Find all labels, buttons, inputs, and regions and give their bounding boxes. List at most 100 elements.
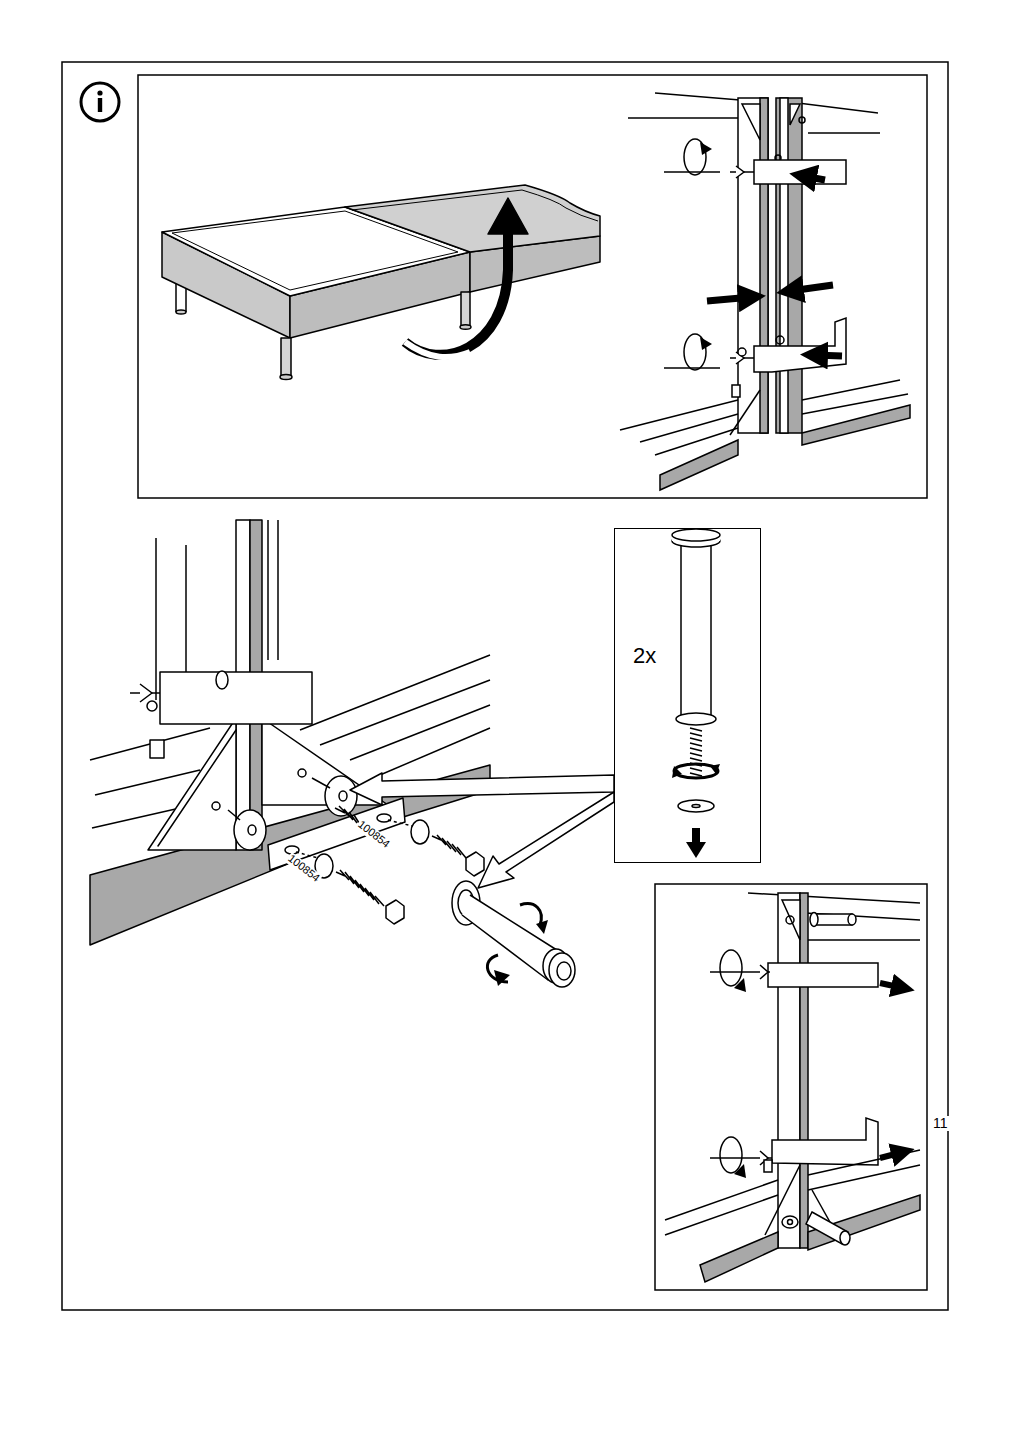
drawing-stroke <box>760 98 768 433</box>
drawing-stroke <box>700 1232 778 1282</box>
drawing-stroke <box>754 160 846 184</box>
drawing-stroke <box>339 791 347 801</box>
drawing-stroke <box>786 916 794 924</box>
drawing-stroke <box>549 953 575 987</box>
drawing-stroke <box>147 701 157 711</box>
drawing-stroke <box>640 414 738 442</box>
drawing-stroke <box>388 820 412 826</box>
leg-pin <box>672 529 720 812</box>
drawing-stroke <box>748 893 920 903</box>
drawing-stroke <box>175 283 177 312</box>
drawing-stroke <box>738 348 746 356</box>
drawing-stroke <box>432 835 466 858</box>
drawing-stroke <box>692 828 700 844</box>
drawing-stroke <box>734 1164 746 1178</box>
drawing-stroke <box>665 1180 778 1220</box>
drawing-stroke <box>814 355 842 356</box>
drawing-stroke <box>62 62 948 1310</box>
drawing-stroke <box>350 773 614 805</box>
quantity-label: 2x <box>633 645 656 667</box>
drawing-stroke <box>148 718 236 850</box>
drawing-stroke <box>742 104 760 140</box>
drawing-stroke <box>790 285 833 291</box>
drawing-stroke <box>655 93 740 100</box>
drawing-stroke <box>380 728 490 775</box>
drawing-stroke <box>298 769 306 777</box>
drawing-stroke <box>805 939 920 941</box>
drawing-stroke <box>138 75 927 498</box>
drawing-stroke <box>405 232 508 355</box>
drawing-stroke <box>778 893 800 1248</box>
drawing-stroke <box>720 950 742 986</box>
drawing-stroke <box>782 900 800 940</box>
drawing-stroke <box>95 770 200 795</box>
drawing-stroke <box>350 705 490 760</box>
drawing-stroke <box>520 904 541 925</box>
drawing-stroke <box>665 1195 778 1235</box>
drawing-stroke <box>686 842 706 858</box>
drawing-stroke <box>720 1137 742 1173</box>
drawing-stroke <box>320 680 490 745</box>
drawing-stroke <box>776 98 802 433</box>
drawing-stroke <box>764 1160 772 1172</box>
drawing-stroke <box>98 98 102 112</box>
drawing-stroke <box>802 380 900 400</box>
drawing-stroke <box>808 1150 920 1175</box>
info-icon <box>81 83 119 121</box>
drawing-stroke <box>765 1165 800 1235</box>
turn-arrows <box>700 142 712 350</box>
drawing-stroke <box>790 104 800 125</box>
drawing-stroke <box>880 983 903 988</box>
drawing-stroke <box>466 852 484 876</box>
pin-inset-marks <box>672 764 720 858</box>
pull-arrows <box>880 983 903 1158</box>
part-number: 100854 <box>285 852 323 885</box>
drawing-stroke <box>281 338 291 376</box>
drawing-stroke <box>732 385 740 397</box>
drawing-stroke <box>692 805 700 808</box>
loosen-heads <box>734 978 746 1178</box>
drawing-stroke <box>802 405 910 445</box>
drawing-stroke <box>664 171 720 173</box>
drawing-stroke <box>788 1220 793 1225</box>
drawing-stroke <box>411 820 429 844</box>
drawing-stroke <box>880 1152 903 1158</box>
drawing-stroke <box>681 543 711 715</box>
drawing-stroke <box>780 98 788 433</box>
drawing-stroke <box>461 292 470 326</box>
drawing-stroke <box>738 98 768 433</box>
drawing-stroke <box>312 778 330 788</box>
drawing-stroke <box>800 893 808 1248</box>
push-arrows <box>707 176 842 356</box>
drawing-stroke <box>760 965 768 979</box>
drawing-stroke <box>710 764 720 774</box>
drawing-stroke <box>536 920 548 934</box>
drawing-stroke <box>700 337 712 350</box>
drawing-stroke <box>808 1165 920 1190</box>
drawing-stroke <box>212 802 220 810</box>
drawing-stroke <box>81 83 119 121</box>
drawing-stroke <box>494 970 510 986</box>
drawing-stroke <box>620 400 738 430</box>
drawing-stroke <box>672 766 682 778</box>
drawing-stroke <box>228 810 240 820</box>
drawing-stroke <box>478 792 614 888</box>
drawing-stroke <box>808 132 880 134</box>
drawing-stroke <box>848 914 856 925</box>
drawing-stroke <box>140 684 152 702</box>
drawing-stroke <box>700 142 712 155</box>
drawing-stroke <box>155 538 157 700</box>
drawing-stroke <box>248 825 256 835</box>
drawing-stroke <box>707 297 752 301</box>
drawing-stroke <box>840 1231 850 1245</box>
drawing-stroke <box>216 671 228 689</box>
drawing-stroke <box>352 190 598 221</box>
drawing-stroke <box>798 103 878 113</box>
drawing-stroke <box>754 318 846 372</box>
frame-clamp-bottom <box>665 893 920 1282</box>
drawing-stroke <box>488 198 528 234</box>
drawing-stroke <box>325 776 357 816</box>
drawing-stroke <box>660 440 738 490</box>
